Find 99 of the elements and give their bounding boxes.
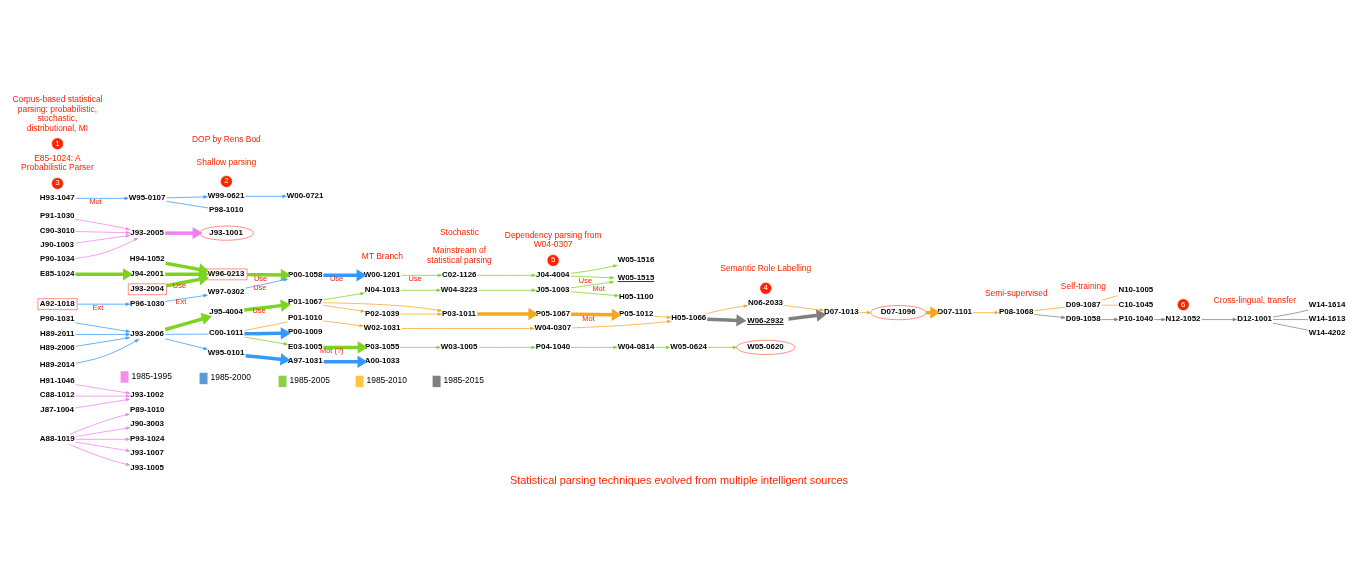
node-text: P03-1055: [365, 341, 400, 351]
node-text: N10-1005: [1118, 284, 1154, 294]
node-text: P00-1058: [288, 269, 323, 279]
node-text: E85-1024: [40, 268, 75, 278]
node-text: W04-0814: [617, 341, 655, 351]
node-text: P93-1024: [130, 433, 165, 443]
node-text: A00-1033: [364, 355, 400, 365]
node-text: D09-1058: [1065, 313, 1101, 323]
node-text: P04-1040: [535, 341, 571, 351]
node-text: W14-4202: [1308, 327, 1346, 337]
node-text: P10-1040: [1118, 313, 1154, 323]
label: Corpus-based statistical parsing: probabilistic, stochastic, distributional, MI: [12, 93, 103, 133]
label: 3: [55, 177, 60, 187]
legend-label: 1985-1995: [131, 370, 172, 381]
node-text: C90-3010: [39, 225, 75, 235]
label: Semi-supervised: [984, 287, 1048, 298]
node-text: P90-1034: [40, 253, 75, 263]
node-text: P05-1012: [618, 309, 654, 318]
node-text: P08-1068: [998, 306, 1034, 316]
node-text: J93-2005: [130, 227, 164, 237]
node-text: W00-1201: [363, 269, 401, 279]
node-text: N04-1013: [364, 284, 400, 294]
node-text: J93-1002: [130, 389, 164, 399]
node-text: W95-0101: [207, 347, 245, 357]
node-text: P90-1031: [40, 313, 75, 323]
node-text: P02-1039: [365, 308, 400, 317]
node-text: J93-1007: [130, 447, 164, 457]
node-text: W95-0107: [128, 192, 166, 202]
caption: Statistical parsing techniques evolved from multiple intelligent sources: [509, 473, 849, 486]
legend-label: 1985-2005: [289, 374, 330, 385]
node-text: A97-1031: [287, 355, 323, 365]
legend-label: 1985-2015: [443, 374, 484, 385]
node-text: N06-2033: [748, 297, 784, 307]
node-text: W04-0307: [534, 322, 572, 332]
label: MT Branch: [361, 250, 403, 261]
node-text: H91-1046: [39, 375, 75, 385]
node-text: W14-1614: [1308, 299, 1346, 309]
label: Shallow parsing: [196, 156, 257, 167]
node-text: W03-1005: [440, 341, 478, 351]
node-text: J94-2001: [130, 268, 164, 278]
node-text: C02-1126: [442, 269, 477, 279]
node-text: C00-1011: [209, 327, 244, 337]
node-text: W04-3223: [440, 284, 478, 294]
node-text: J95-4004: [209, 306, 243, 316]
node-text: P01-1067: [288, 296, 323, 306]
node-text: P00-1009: [288, 326, 323, 336]
label: Semantic Role Labelling: [720, 262, 812, 273]
node-text: C88-1012: [39, 389, 75, 399]
node-text: P05-1067: [535, 308, 571, 317]
node-text: W99-0621: [207, 190, 245, 200]
label: Dependency parsing from W04-0307: [504, 229, 602, 249]
node-text: P01-1010: [288, 312, 323, 322]
legend-label: 1985-2010: [366, 374, 407, 385]
label: Stochastic: [439, 226, 479, 237]
node-text: W05-1516: [617, 254, 655, 264]
node-text: P98-1010: [209, 204, 244, 214]
node-text: C10-1045: [1118, 299, 1154, 309]
label: Cross-lingual, transfer: [1213, 294, 1297, 305]
node-text: H89-2014: [39, 359, 75, 369]
node-text: J93-2006: [130, 328, 164, 338]
node-text: P03-1011: [442, 308, 477, 317]
node-text: J93-1005: [130, 462, 164, 472]
label: E85-1024: A Probabilistic Parser: [21, 152, 94, 172]
node-text: P91-1030: [40, 210, 75, 220]
node-text: D12-1001: [1237, 313, 1273, 323]
node-text: W05-1515: [617, 272, 655, 282]
label: 2: [224, 175, 229, 185]
label: DOP by Rens Bod: [192, 133, 261, 144]
node-text: D07-1013: [823, 306, 859, 316]
node-text: J05-1003: [535, 284, 570, 294]
node-text: W00-0721: [286, 190, 324, 200]
label: Self-training: [1060, 280, 1106, 291]
label: 1: [55, 138, 60, 148]
node-text: W05-0624: [670, 341, 707, 351]
node-text: H94-1052: [129, 253, 165, 263]
node-text: W14-1613: [1308, 313, 1346, 323]
node-text: H05-1066: [671, 312, 707, 322]
node-text: H89-2006: [39, 342, 75, 352]
node-text: W97-0302: [207, 286, 245, 296]
label: 5: [550, 254, 556, 264]
node-text: A88-1019: [39, 433, 75, 443]
node-text: D09-1087: [1065, 299, 1101, 309]
node-text: J90-1003: [40, 239, 74, 249]
label: 6: [1181, 299, 1186, 309]
node-text: P96-1030: [130, 298, 165, 308]
label: Mainstream of statistical parsing: [427, 244, 492, 265]
node-text: J04-4004: [535, 269, 570, 279]
node-text: H05-1100: [618, 291, 654, 301]
node-text: J90-3003: [130, 418, 164, 428]
legend-label: 1985-2000: [210, 371, 251, 382]
node-text: D07-1101: [937, 306, 972, 316]
node-text: H89-2011: [40, 328, 75, 338]
label: 4: [763, 282, 768, 292]
node-text: P89-1010: [130, 404, 165, 414]
node-text: J87-1004: [40, 404, 74, 414]
node-text: W06-2932: [747, 315, 784, 325]
node-text: H93-1047: [39, 192, 75, 202]
node-text: W02-1031: [363, 322, 401, 332]
node-text: N12-1052: [1165, 313, 1201, 323]
